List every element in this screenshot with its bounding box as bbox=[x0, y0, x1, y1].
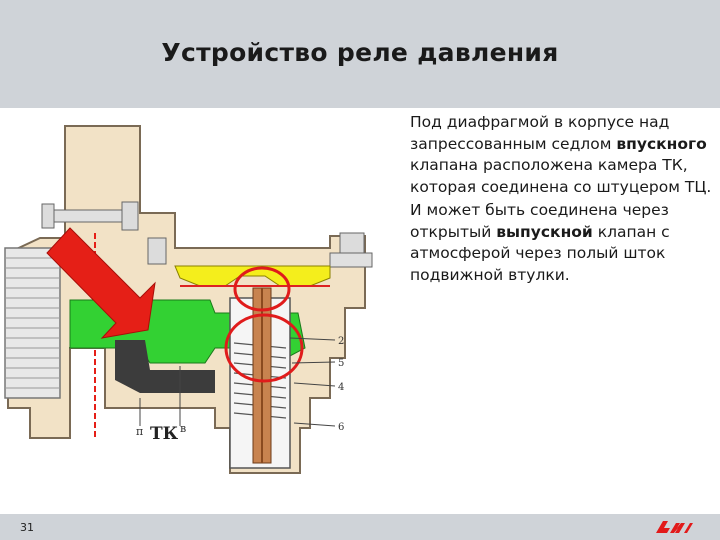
label-v: в bbox=[180, 422, 186, 435]
label-tk: ТК bbox=[150, 424, 179, 444]
intake-valve-circle bbox=[224, 313, 304, 383]
exhaust-valve-circle bbox=[233, 266, 291, 312]
slide-title: Устройство реле давления bbox=[161, 38, 559, 67]
label-2: 2 bbox=[338, 336, 344, 347]
pointer-arrow bbox=[46, 227, 156, 339]
page-number: 31 bbox=[20, 521, 34, 534]
description-text: Под диафрагмой в корпусе над запрессован… bbox=[410, 112, 715, 288]
label-4: 4 bbox=[338, 382, 344, 393]
description-paragraph-1: Под диафрагмой в корпусе над запрессован… bbox=[410, 113, 712, 196]
label-5: 5 bbox=[338, 358, 344, 369]
pressure-relay-diagram: 2 5 4 6 п ТК в bbox=[4, 125, 373, 474]
label-p: п bbox=[136, 425, 143, 438]
dark-channel bbox=[115, 340, 215, 393]
title-bar: Устройство реле давления bbox=[0, 0, 720, 108]
description-paragraph-2: И может быть соединена через открытый вы… bbox=[410, 201, 670, 284]
diaphragm bbox=[174, 265, 331, 287]
rzd-logo bbox=[656, 521, 693, 533]
footer-bar: 31 bbox=[0, 514, 720, 540]
label-6: 6 bbox=[338, 422, 344, 433]
